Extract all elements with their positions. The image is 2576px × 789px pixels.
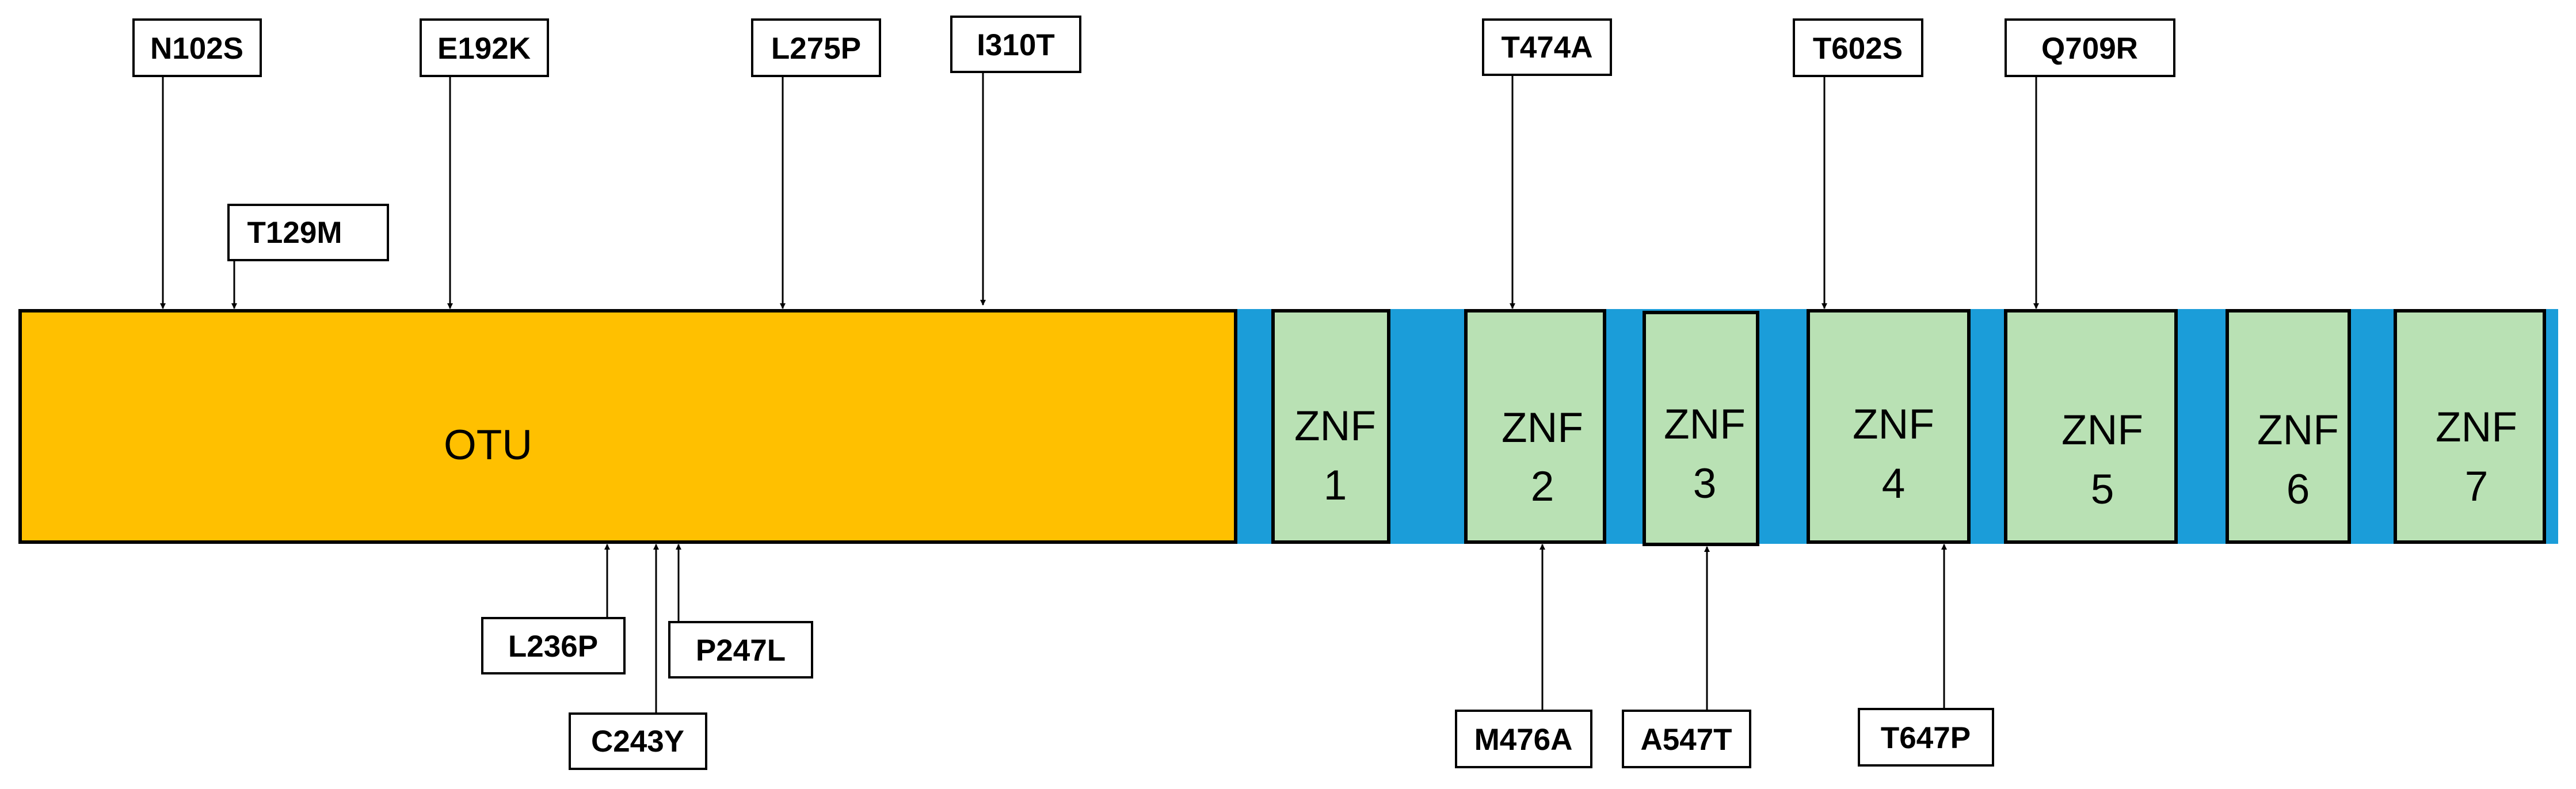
znf-7-label-line1: ZNF	[2436, 404, 2517, 451]
znf-4-label-line2: 4	[1882, 460, 1906, 507]
mutation-i310t: I310T	[950, 16, 1081, 306]
znf-4-label-line1: ZNF	[1853, 401, 1934, 448]
mutation-label-box	[1482, 18, 1612, 76]
znf-domain-2: ZNF 2	[1464, 309, 1606, 544]
mutation-label-box	[2005, 18, 2175, 77]
znf-1-label-line2: 1	[1324, 462, 1347, 509]
mutation-label-box	[950, 16, 1081, 73]
mutation-label: T602S	[1813, 32, 1903, 66]
znf-6-label-line1: ZNF	[2257, 407, 2339, 453]
mutation-label: P247L	[696, 634, 786, 668]
znf-domain-4: ZNF 4	[1807, 309, 1971, 544]
mutation-label: N102S	[150, 32, 243, 66]
znf-domain-6: ZNF 6	[2226, 309, 2351, 544]
mutation-label: T474A	[1501, 31, 1592, 64]
mutation-label-box	[132, 18, 262, 77]
znf-3-label-line2: 3	[1693, 460, 1717, 507]
mutation-label-box	[227, 204, 389, 261]
mutation-c243y: C243Y	[569, 544, 707, 770]
otu-label: OTU	[444, 422, 532, 468]
mutation-n102s: N102S	[132, 18, 262, 309]
mutation-l275p: L275P	[751, 18, 881, 309]
mutation-label-box	[1622, 710, 1751, 768]
mutation-label-box	[1858, 708, 1994, 767]
mutation-t129m: T129M	[227, 204, 389, 309]
znf-6-label-line2: 6	[2287, 466, 2310, 513]
mutation-label-box	[481, 617, 626, 674]
mutation-label: M476A	[1474, 723, 1573, 757]
mutation-t474a: T474A	[1482, 18, 1612, 309]
mutation-label-box	[751, 18, 881, 77]
znf-3-label-line1: ZNF	[1664, 401, 1746, 448]
mutation-p247l: P247L	[668, 544, 813, 679]
mutation-label-box	[668, 621, 813, 679]
mutation-l236p: L236P	[481, 544, 626, 674]
otu-domain	[18, 309, 1237, 544]
znf-domain-5: ZNF 5	[2004, 309, 2178, 544]
znf-2-label-line1: ZNF	[1502, 405, 1583, 451]
mutation-m476a: M476A	[1455, 544, 1592, 768]
mutation-e192k: E192K	[420, 18, 549, 309]
mutation-label: T647P	[1881, 721, 1971, 755]
znf-7-label-line2: 7	[2465, 463, 2489, 510]
znf-domain-1: ZNF 1	[1271, 309, 1390, 544]
mutation-label-box	[1455, 710, 1592, 768]
mutation-label-box	[420, 18, 549, 77]
mutation-t602s: T602S	[1793, 18, 1923, 309]
mutation-label: C243Y	[591, 725, 684, 758]
znf-1-label-line1: ZNF	[1294, 403, 1376, 449]
znf-5-label-line1: ZNF	[2061, 407, 2143, 453]
mutation-label: I310T	[977, 28, 1055, 62]
mutation-label-box	[1793, 18, 1923, 77]
mutation-label: Q709R	[2041, 32, 2138, 66]
mutation-label: L275P	[771, 32, 861, 66]
mutation-label: L236P	[508, 630, 598, 664]
mutation-label-box	[569, 712, 707, 770]
mutation-label: A547T	[1640, 723, 1732, 757]
mutation-t647p: T647P	[1858, 544, 1994, 767]
znf-domain-3: ZNF 3	[1643, 311, 1759, 546]
znf-2-label-line2: 2	[1531, 463, 1554, 510]
znf-domain-7: ZNF 7	[2394, 309, 2546, 544]
znf-5-label-line2: 5	[2091, 466, 2114, 513]
mutation-a547t: A547T	[1622, 546, 1751, 768]
mutation-q709r: Q709R	[2005, 18, 2175, 309]
mutation-label: E192K	[437, 32, 531, 66]
mutation-label: T129M	[247, 216, 342, 250]
